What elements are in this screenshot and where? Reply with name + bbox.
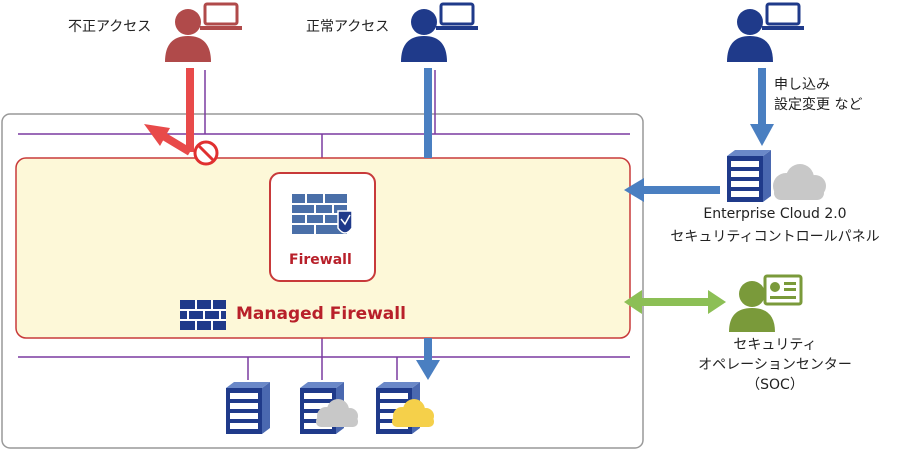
- prohibited-icon: [193, 140, 219, 166]
- control-panel-server-icon: [727, 150, 771, 202]
- control-panel-cloud-icon: [773, 164, 826, 200]
- firewall-label: Firewall: [289, 252, 352, 268]
- soc-operator-icon: [729, 281, 775, 332]
- admin-user-icon: [727, 9, 773, 62]
- yellow-cloud-icon: [392, 399, 434, 427]
- unauthorized-access-label: 不正アクセス: [68, 19, 152, 35]
- admin-laptop-icon: [762, 2, 804, 30]
- admin-note-line2: 設定変更 など: [774, 97, 863, 113]
- soc-label-line3: （SOC）: [746, 377, 804, 393]
- soc-label-line1: セキュリティ: [733, 337, 817, 353]
- normal-access-label: 正常アクセス: [306, 19, 390, 35]
- unauthorized-user-icon: [165, 9, 211, 62]
- gray-cloud-icon: [316, 399, 358, 427]
- blocked-access-arrow: [144, 68, 194, 156]
- control-panel-label-line2: セキュリティコントロールパネル: [670, 229, 880, 245]
- admin-request-arrow: [750, 68, 774, 146]
- control-panel-label-line1: Enterprise Cloud 2.0: [703, 206, 847, 222]
- managed-firewall-brick-icon: [180, 300, 226, 330]
- soc-double-arrow: [624, 290, 726, 314]
- normal-user-icon: [401, 9, 447, 62]
- control-panel-arrow: [624, 178, 720, 202]
- server-icon-1: [226, 382, 270, 434]
- soc-dashboard-icon: [763, 274, 803, 306]
- normal-laptop-icon: [436, 2, 478, 30]
- admin-note-line1: 申し込み: [774, 77, 830, 93]
- normal-access-arrow: [416, 68, 440, 380]
- soc-label-line2: オペレーションセンター: [698, 357, 852, 373]
- shield-icon: [337, 210, 353, 234]
- managed-firewall-label: Managed Firewall: [236, 304, 406, 324]
- unauthorized-laptop-icon: [200, 2, 242, 30]
